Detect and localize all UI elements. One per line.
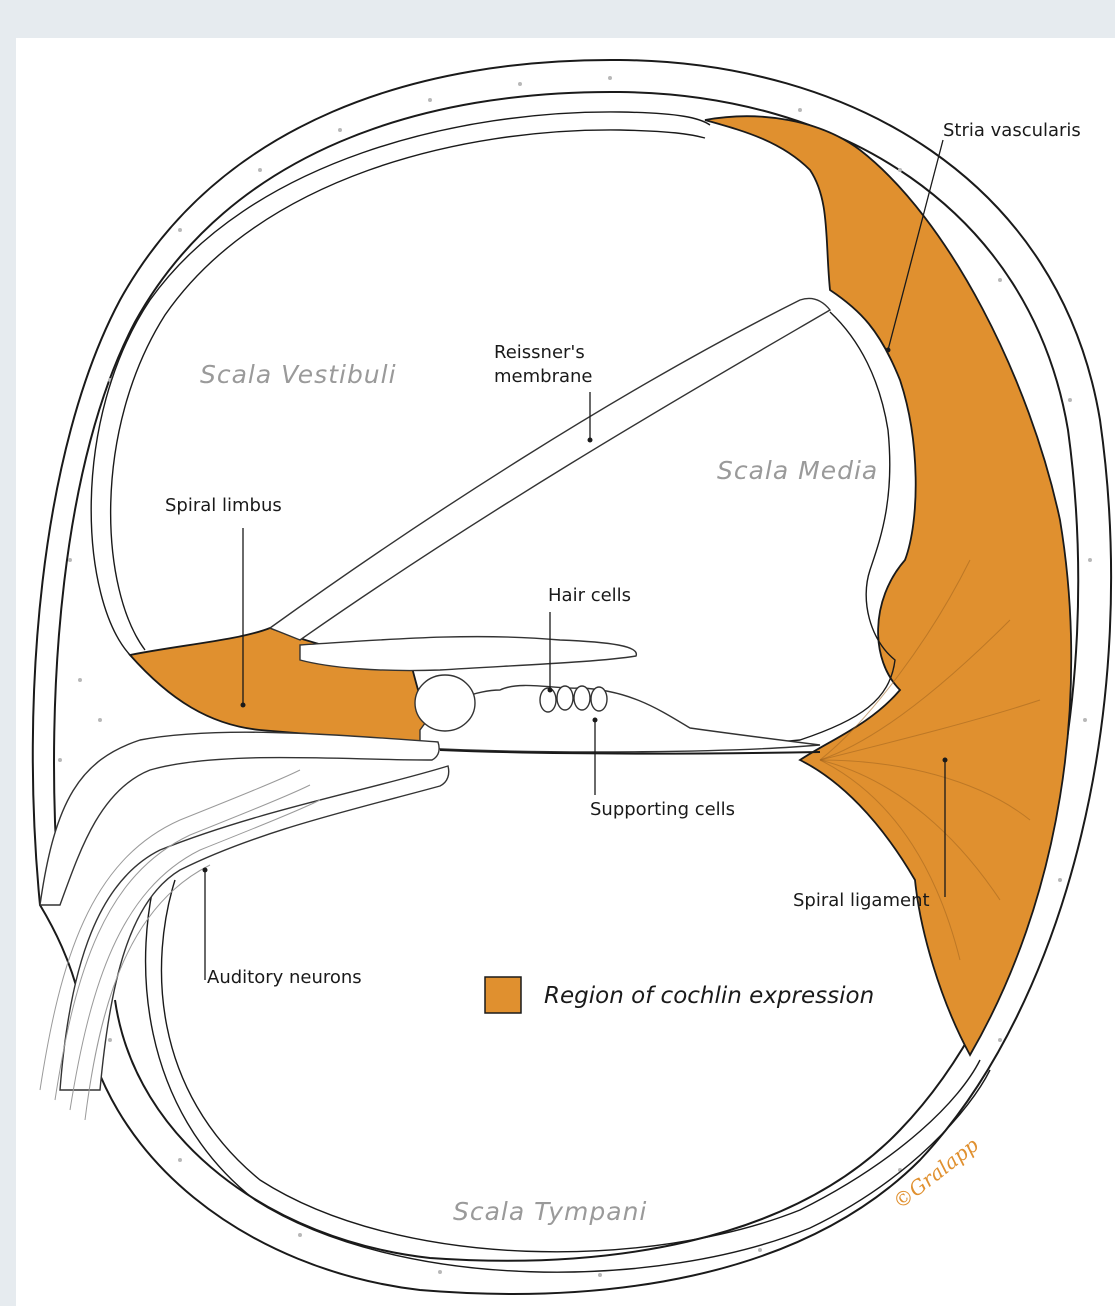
- auditory-neurons-label: Auditory neurons: [207, 967, 362, 988]
- supporting-cells-label: Supporting cells: [590, 799, 735, 820]
- stria-vascularis-label: Stria vascularis: [943, 120, 1081, 141]
- scala-vestibuli-label: Scala Vestibuli: [200, 360, 397, 389]
- hair-cells-label: Hair cells: [548, 585, 631, 606]
- spiral-ligament-label: Spiral ligament: [793, 890, 930, 911]
- reissners-label-line1: Reissner's: [494, 342, 585, 363]
- reissners-label-line2: membrane: [494, 366, 592, 387]
- legend-swatch: [485, 977, 521, 1013]
- inner-sulcus: [415, 675, 475, 731]
- spiral-limbus-label: Spiral limbus: [165, 495, 282, 516]
- legend-label: Region of cochlin expression: [544, 983, 874, 1009]
- scala-tympani-label: Scala Tympani: [453, 1197, 647, 1226]
- scala-media-label: Scala Media: [717, 456, 878, 485]
